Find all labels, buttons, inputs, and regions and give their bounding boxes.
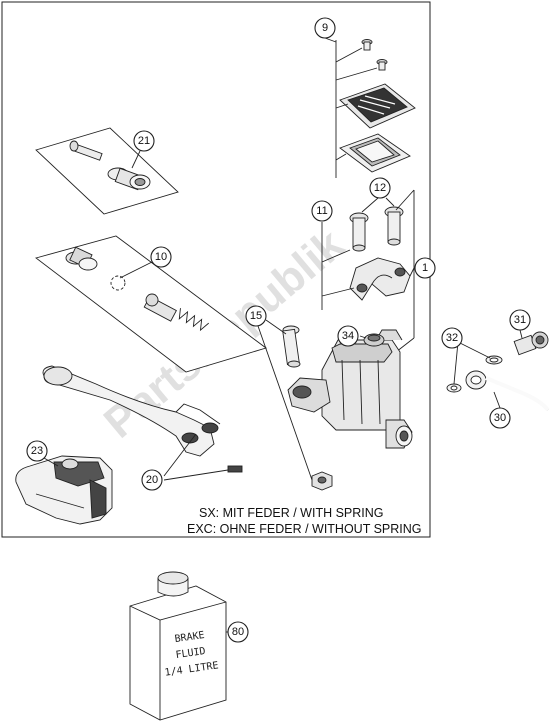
svg-text:11: 11 xyxy=(316,205,327,217)
svg-text:21: 21 xyxy=(138,135,150,147)
callout-1: 1 xyxy=(414,257,436,279)
piston-pin xyxy=(69,140,103,161)
callout-32: 32 xyxy=(441,327,463,349)
callout-15: 15 xyxy=(245,305,267,327)
piston-with-spring xyxy=(143,293,210,332)
dust-boot xyxy=(363,333,385,347)
reservoir-cover xyxy=(339,83,416,129)
cover-screw xyxy=(361,39,373,51)
callout-10: 10 xyxy=(150,246,172,268)
clamp-bolts xyxy=(349,206,404,252)
svg-text:9: 9 xyxy=(322,22,328,34)
note-exc: EXC: OHNE FEDER / WITHOUT SPRING xyxy=(187,522,422,536)
reservoir-diaphragm xyxy=(339,133,411,173)
callout-21: 21 xyxy=(133,130,155,152)
pivot-nut xyxy=(311,471,333,491)
callout-31: 31 xyxy=(509,309,531,331)
callout-9: 9 xyxy=(314,17,336,39)
cover-screw xyxy=(376,59,388,71)
reservoir-cover-group xyxy=(335,39,416,178)
callout-80: 80 xyxy=(227,621,249,643)
note-sx: SX: MIT FEDER / WITH SPRING xyxy=(199,506,384,520)
bottle-label-line-1: BRAKE xyxy=(174,630,205,645)
callout-34: 34 xyxy=(337,325,359,347)
callout-11: 11 xyxy=(311,200,333,222)
svg-text:30: 30 xyxy=(494,412,506,424)
part-10-panel xyxy=(35,235,267,373)
banjo-bolt xyxy=(513,331,549,356)
callout-12: 12 xyxy=(369,177,391,199)
callout-30: 30 xyxy=(489,407,511,429)
clamp-bolt xyxy=(349,212,369,252)
svg-text:20: 20 xyxy=(146,474,158,486)
handlebar-clamp xyxy=(349,257,411,301)
part-21-panel xyxy=(35,127,179,215)
callout-20: 20 xyxy=(141,469,163,491)
svg-text:34: 34 xyxy=(342,330,354,342)
washer-32b xyxy=(446,383,462,393)
adjuster-screw xyxy=(227,465,243,473)
brake-fluid-bottle: BRAKE FLUID 1/4 LITRE xyxy=(129,571,227,721)
svg-text:32: 32 xyxy=(446,332,458,344)
pivot-pin xyxy=(282,325,301,368)
clamp-bolt xyxy=(384,206,404,246)
circlip xyxy=(110,275,126,291)
bottle-label-line-2: FLUID xyxy=(175,646,206,661)
brake-lever xyxy=(42,365,221,457)
svg-text:80: 80 xyxy=(232,626,244,638)
piston-cup xyxy=(65,246,98,271)
brake-hose xyxy=(465,370,550,412)
master-cylinder-body xyxy=(287,329,413,449)
sleeve xyxy=(107,167,151,191)
svg-text:12: 12 xyxy=(374,182,386,194)
svg-text:15: 15 xyxy=(250,310,262,322)
callout-23: 23 xyxy=(26,440,48,462)
lever-guard xyxy=(15,455,113,525)
bottle-cap xyxy=(157,571,189,597)
svg-text:10: 10 xyxy=(155,251,167,263)
svg-text:23: 23 xyxy=(31,445,43,457)
svg-text:31: 31 xyxy=(514,314,526,326)
svg-text:1: 1 xyxy=(422,262,428,274)
